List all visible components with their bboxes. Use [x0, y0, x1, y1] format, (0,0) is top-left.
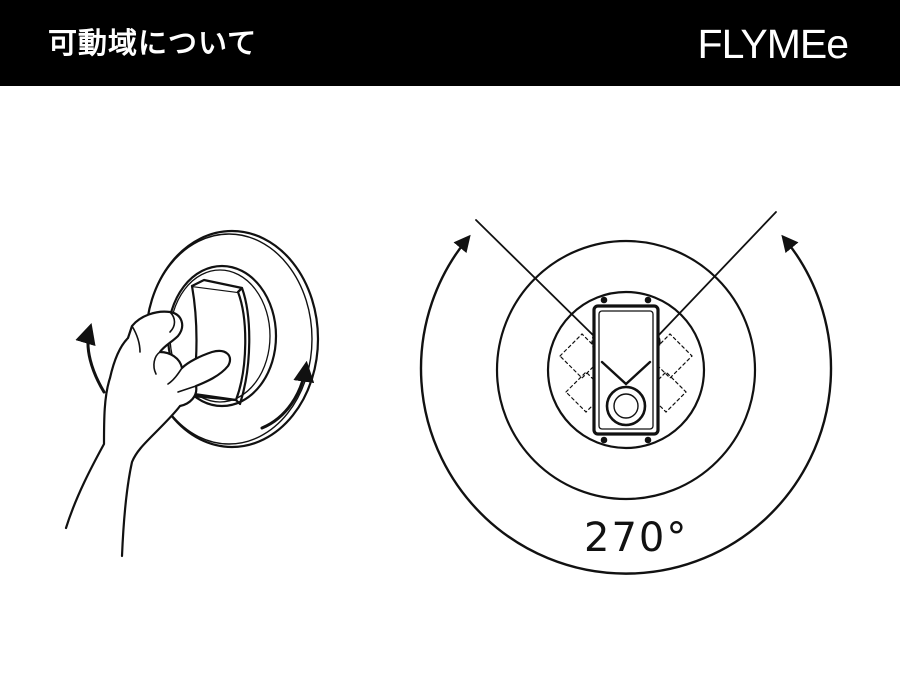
base-circle	[546, 290, 706, 450]
rotate-ccw-icon	[75, 322, 106, 394]
header-bar: 可動域について FLYMEe	[0, 0, 900, 86]
page-title: 可動域について	[48, 26, 258, 60]
limit-line-right	[655, 211, 777, 339]
knob-rotation-illustration	[64, 229, 320, 558]
mount-plate-circle	[495, 239, 757, 501]
limit-line-left	[475, 219, 597, 339]
device-knob	[605, 385, 647, 427]
brand-logo: FLYMEe	[697, 21, 849, 67]
rotation-range-diagram	[419, 211, 833, 575]
rotate-cw-icon	[260, 360, 315, 430]
angle-label: 270°	[584, 515, 689, 561]
range-arc	[419, 234, 833, 575]
illustration	[64, 211, 833, 575]
